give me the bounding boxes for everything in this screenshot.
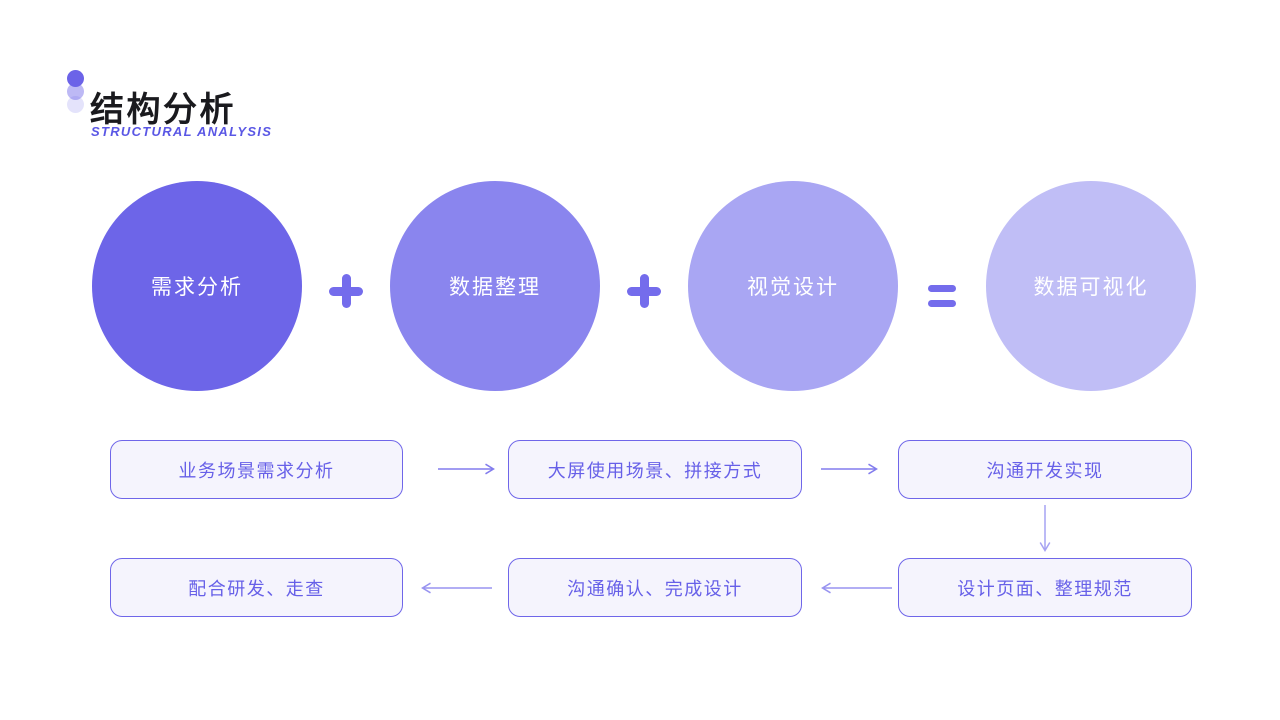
bullet-dot-middle	[67, 83, 84, 100]
flow-step-label: 沟通确认、完成设计	[567, 578, 743, 599]
plus-icon	[329, 274, 363, 308]
flow-step-label: 配合研发、走查	[188, 578, 325, 599]
flow-step-design-pages-specs: 设计页面、整理规范	[898, 558, 1192, 617]
circle-label: 数据可视化	[1033, 276, 1149, 299]
circle-visual-design: 视觉设计	[688, 181, 898, 391]
flow-step-label: 沟通开发实现	[986, 460, 1104, 481]
title-bullet-icon	[67, 70, 85, 114]
arrow-right-icon	[821, 463, 878, 475]
flow-step-label: 设计页面、整理规范	[957, 578, 1133, 599]
arrow-right-icon	[438, 463, 495, 475]
page-subtitle: STRUCTURAL ANALYSIS	[91, 124, 273, 139]
arrow-left-icon	[421, 582, 492, 594]
flow-step-communicate-development: 沟通开发实现	[898, 440, 1192, 499]
bullet-dot-top	[67, 70, 84, 87]
flow-step-confirm-finish-design: 沟通确认、完成设计	[508, 558, 802, 617]
page-title: 结构分析	[90, 90, 236, 129]
circle-data-organizing: 数据整理	[390, 181, 600, 391]
flow-step-label: 业务场景需求分析	[178, 460, 335, 481]
arrow-left-icon	[821, 582, 892, 594]
circle-label: 需求分析	[151, 276, 243, 299]
circle-label: 数据整理	[449, 276, 541, 299]
flow-step-support-dev-walkthrough: 配合研发、走查	[110, 558, 403, 617]
plus-icon	[627, 274, 661, 308]
circle-data-visualization: 数据可视化	[986, 181, 1196, 391]
arrow-down-icon	[1039, 505, 1051, 552]
circle-label: 视觉设计	[747, 276, 839, 299]
equals-icon	[928, 285, 956, 307]
flow-step-screen-usage-scenarios: 大屏使用场景、拼接方式	[508, 440, 802, 499]
circle-requirement-analysis: 需求分析	[92, 181, 302, 391]
flow-step-label: 大屏使用场景、拼接方式	[547, 460, 763, 481]
bullet-dot-bottom	[67, 96, 84, 113]
flow-step-business-requirements: 业务场景需求分析	[110, 440, 403, 499]
